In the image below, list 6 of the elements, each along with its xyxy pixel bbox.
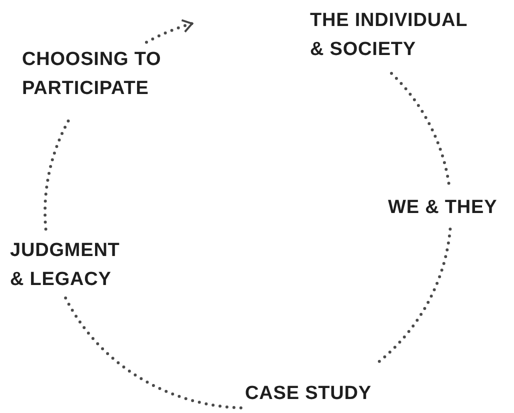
stage-label: THE INDIVIDUAL & SOCIETY (310, 6, 514, 64)
stage-label: CASE STUDY (245, 379, 372, 408)
stage-label: JUDGMENT & LEGACY (10, 236, 150, 294)
stage-label: CHOOSING TO PARTICIPATE (22, 45, 207, 103)
dotted-arrow (145, 20, 194, 44)
stage-label: WE & THEY (388, 193, 498, 222)
